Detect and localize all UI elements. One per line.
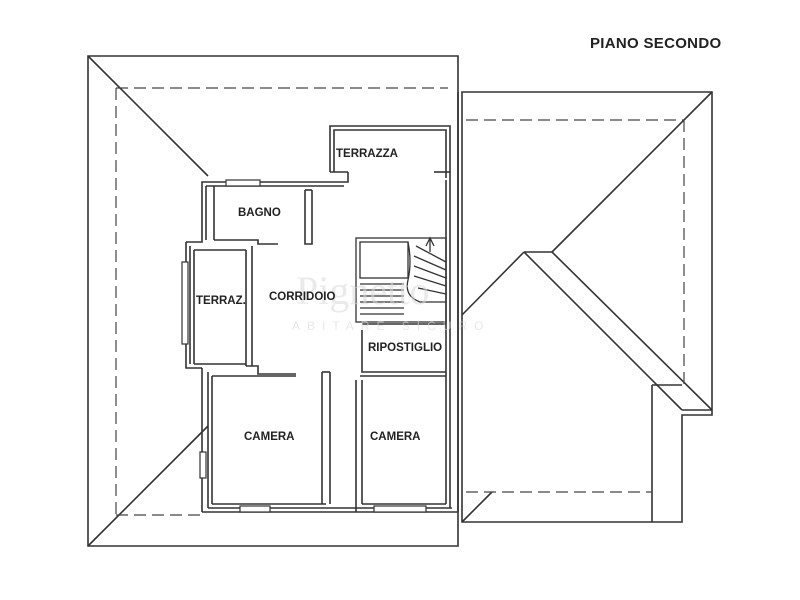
roof-left-eaves [115,87,448,516]
staircase [355,236,447,323]
roof-right-eaves [466,119,685,493]
roof-right [461,91,713,523]
watermark: Pignetto ABITARE SICURO [292,268,490,333]
room-label-bagno: BAGNO [238,207,281,219]
room-label-camera-right: CAMERA [370,431,420,443]
floor-title: PIANO SECONDO [590,35,721,52]
room-label-camera-left: CAMERA [244,431,294,443]
watermark-brand: Pignetto [296,268,429,313]
windows [181,179,427,513]
room-label-terrazza: TERRAZZA [336,148,398,160]
watermark-tagline: ABITARE SICURO [292,319,490,333]
room-label-corridoio: CORRIDOIO [269,291,336,303]
roof-left [87,55,459,547]
room-label-ripostiglio: RIPOSTIGLIO [368,342,442,354]
room-label-terraz: TERRAZ. [196,295,246,307]
